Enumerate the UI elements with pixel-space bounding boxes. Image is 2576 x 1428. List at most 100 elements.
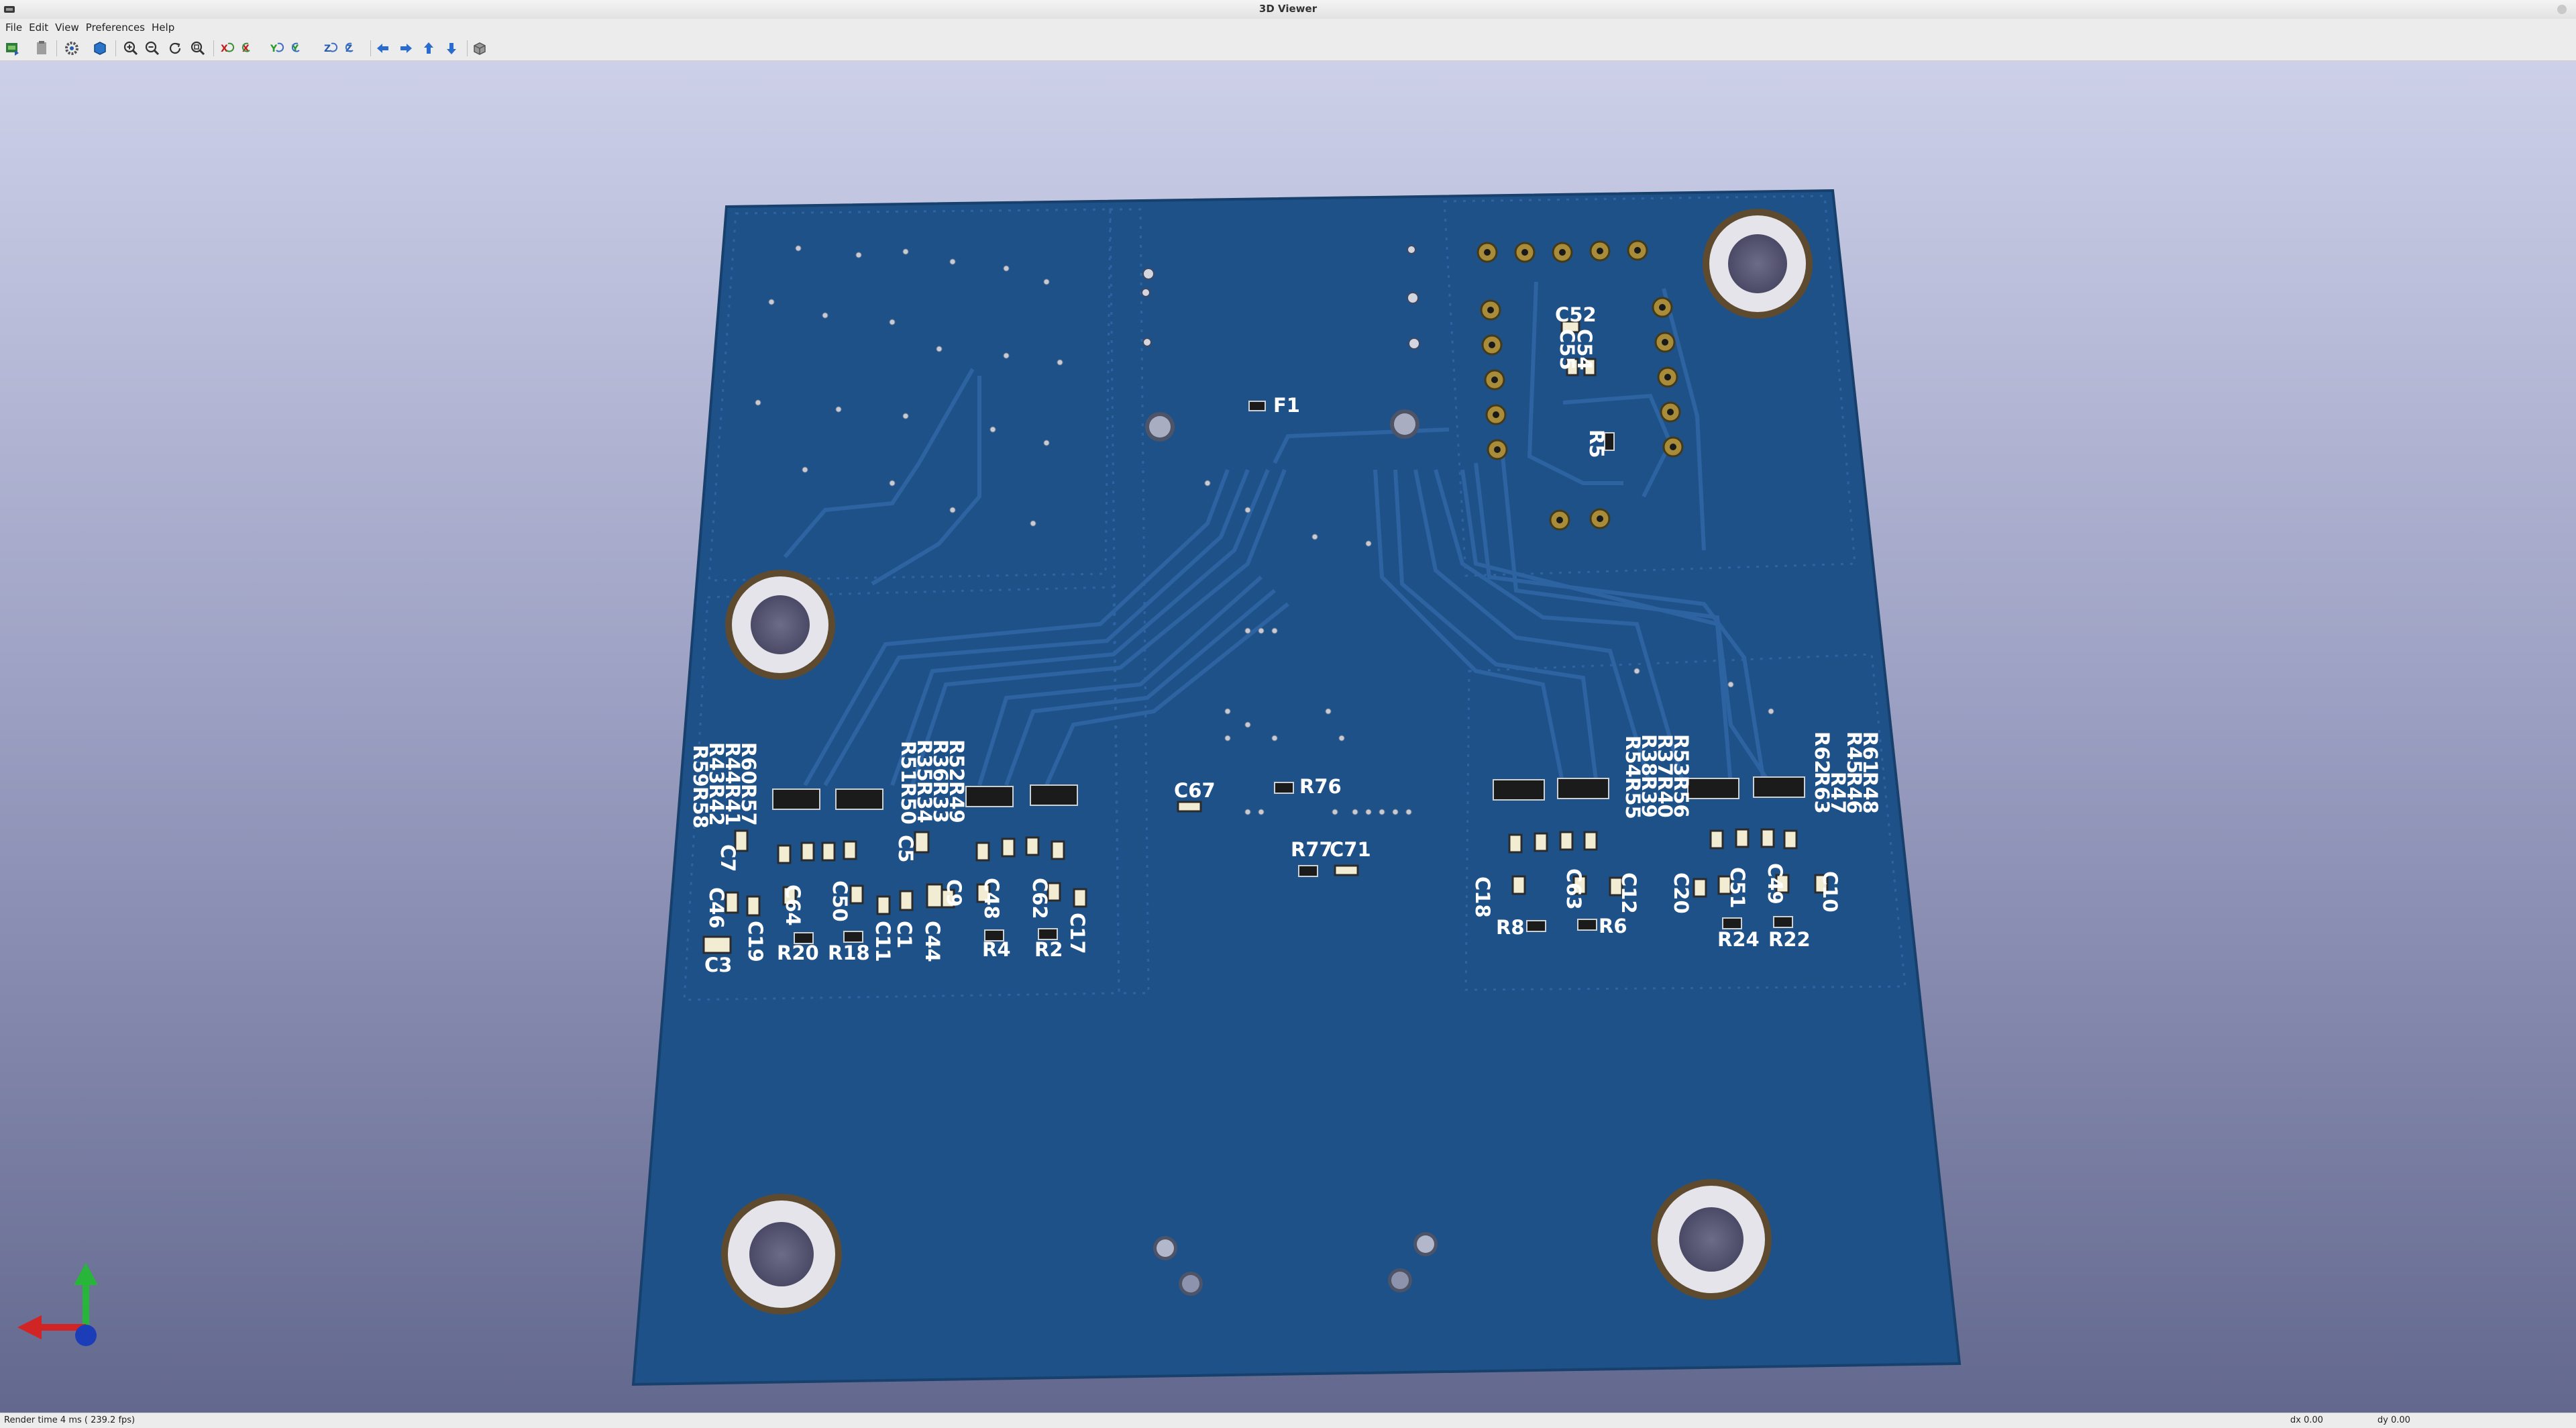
ortho-icon	[474, 42, 486, 55]
export-image-button[interactable]	[3, 38, 23, 58]
dx-readout: dx 0.00	[2290, 1415, 2324, 1425]
ref-res-d-0: R61	[1859, 731, 1882, 774]
ref-c64: C64	[782, 884, 804, 926]
toolbar: X X Y Y Z Z	[0, 36, 2576, 61]
ref-r20: R20	[777, 941, 819, 964]
pan-down-button[interactable]	[441, 38, 462, 58]
copy-clipboard-button[interactable]	[32, 38, 52, 58]
ortho-button[interactable]	[470, 38, 490, 58]
rotate-y-cw-button[interactable]: Y	[267, 38, 287, 58]
ref-res-c-0: R53	[1670, 734, 1693, 776]
ref-c62: C62	[1028, 878, 1051, 919]
ref-c17: C17	[1066, 913, 1089, 954]
capacitors	[702, 320, 1829, 954]
menu-edit[interactable]: Edit	[29, 21, 49, 34]
options-button[interactable]	[62, 38, 82, 58]
ref-r4: R4	[982, 938, 1011, 961]
ref-c11: C11	[871, 921, 894, 962]
zoom-in-icon	[123, 41, 138, 56]
ref-res-a-0: R60	[737, 742, 760, 784]
ref-c9: C9	[943, 879, 965, 907]
ref-res-b-4: R35	[913, 740, 936, 782]
connector-pads	[1477, 240, 1684, 531]
ref-c54: C54	[1573, 329, 1596, 370]
ref-res-d-2: R45	[1843, 731, 1866, 774]
ref-res-b-2: R36	[929, 740, 952, 782]
ref-c46: C46	[705, 887, 728, 929]
plated-holes	[1145, 409, 1438, 1296]
title-bar: 3D Viewer	[0, 0, 2576, 19]
zoom-fit-button[interactable]	[188, 38, 208, 58]
raytracing-button[interactable]	[90, 38, 110, 58]
options-icon	[65, 42, 78, 55]
ref-r76: R76	[1299, 775, 1342, 798]
ref-r5: R5	[1585, 429, 1608, 458]
menu-preferences[interactable]: Preferences	[85, 21, 146, 34]
refresh-button[interactable]	[165, 38, 185, 58]
ref-c19: C19	[744, 921, 767, 962]
ref-res-b-6: R51	[897, 741, 920, 783]
ref-res-a-7: R58	[689, 786, 712, 829]
rotate-x-ccw-button[interactable]: X	[239, 38, 259, 58]
menu-file[interactable]: File	[5, 21, 23, 34]
zoom-in-button[interactable]	[121, 38, 141, 58]
rotate-z-ccw-button[interactable]: Z	[342, 38, 362, 58]
pan-up-button[interactable]	[419, 38, 439, 58]
ref-c18: C18	[1471, 876, 1494, 918]
ref-res-c-3: R40	[1654, 776, 1676, 818]
mounting-hole-bottom-left	[721, 1194, 842, 1315]
arrow-down-icon	[447, 43, 456, 54]
connector-pad-holes	[1484, 247, 1676, 523]
svg-text:X: X	[242, 44, 250, 54]
ref-r6: R6	[1599, 915, 1627, 937]
pcb-board[interactable]	[631, 189, 1962, 1386]
rotate-y-ccw-button[interactable]: Y	[288, 38, 309, 58]
rotate-z-cw-button[interactable]: Z	[321, 38, 341, 58]
svg-text:Y: Y	[270, 44, 278, 54]
ref-c44: C44	[921, 921, 944, 962]
ref-c71: C71	[1330, 838, 1371, 861]
pan-right-button[interactable]	[396, 38, 416, 58]
ref-res-d-4: R47	[1827, 772, 1849, 814]
render-time-text: Render time 4 ms ( 239.2 fps)	[4, 1415, 136, 1425]
ref-res-a-2: R44	[721, 742, 744, 784]
ref-res-a-5: R42	[705, 784, 728, 826]
3d-viewport[interactable]: C3 C7 C46 C19 C64 C50 C11 C1 C44 C9 C5 C…	[0, 61, 2576, 1413]
menu-help[interactable]: Help	[152, 21, 175, 34]
rotate-x-cw-button[interactable]: X	[217, 38, 237, 58]
ref-res-c-4: R38	[1638, 734, 1660, 776]
ref-res-d-3: R46	[1843, 772, 1866, 814]
rotate-x-cw-icon: X	[221, 42, 235, 54]
svg-text:X: X	[221, 44, 228, 54]
axis-gizmo	[17, 1263, 98, 1346]
test-points	[1141, 245, 1420, 350]
window-close-button[interactable]	[2557, 5, 2567, 14]
arrow-left-icon	[377, 44, 388, 53]
arrow-up-icon	[424, 42, 433, 54]
mounting-hole-bottom-right	[1651, 1179, 1772, 1300]
ref-c7: C7	[716, 844, 739, 872]
ref-res-d-6: R63	[1811, 772, 1833, 814]
kicad-app-icon[interactable]	[3, 3, 16, 16]
arrow-right-icon	[400, 44, 412, 53]
ref-r22: R22	[1768, 928, 1811, 951]
ref-res-a-4: R43	[705, 742, 728, 784]
copper-traces	[783, 281, 1773, 786]
ref-c67: C67	[1174, 779, 1216, 802]
ref-c12: C12	[1617, 872, 1640, 914]
copy-clipboard-icon	[37, 41, 46, 54]
ref-r24: R24	[1717, 928, 1760, 951]
ref-res-b-3: R33	[929, 781, 952, 823]
ref-res-c-1: R56	[1670, 776, 1693, 818]
pan-left-button[interactable]	[373, 38, 393, 58]
ref-c63: C63	[1562, 868, 1585, 910]
zoom-out-button[interactable]	[142, 38, 162, 58]
vias	[755, 245, 1774, 815]
ref-c52: C52	[1555, 303, 1597, 326]
zone-outlines	[683, 195, 1907, 1001]
ref-c51: C51	[1726, 867, 1749, 909]
rotate-z-ccw-icon: Z	[345, 42, 354, 54]
ref-f1: F1	[1273, 394, 1300, 417]
menu-view[interactable]: View	[55, 21, 79, 34]
svg-text:Z: Z	[345, 44, 352, 54]
